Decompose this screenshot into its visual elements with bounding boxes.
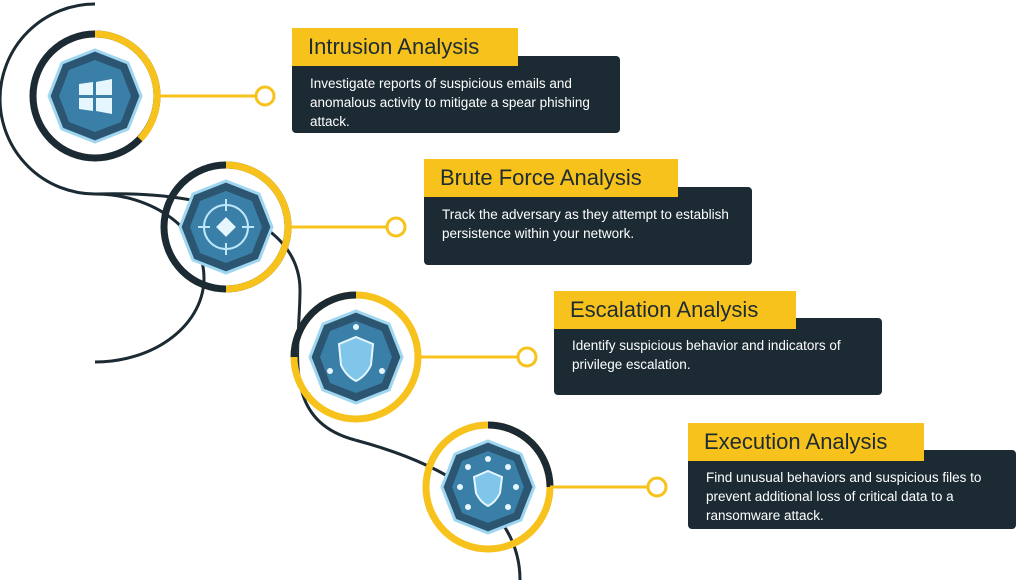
step-description: Investigate reports of suspicious emails… [310,76,590,129]
shield-network-icon [308,309,404,405]
connector-2 [288,216,407,238]
step-card-execution: Find unusual behaviors and suspicious fi… [688,450,1016,529]
step-title-brute-force: Brute Force Analysis [424,159,678,197]
step-card-escalation: Identify suspicious behavior and indicat… [554,318,882,395]
step-card-intrusion: Investigate reports of suspicious emails… [292,56,620,133]
connector-4 [550,476,668,498]
step-title-escalation: Escalation Analysis [554,291,796,329]
step-title-intrusion: Intrusion Analysis [292,28,518,66]
step-description: Track the adversary as they attempt to e… [442,207,729,241]
shield-nodes-icon [440,439,536,535]
windows-logo-icon [47,48,143,144]
step-card-brute-force: Track the adversary as they attempt to e… [424,187,752,265]
step-description: Find unusual behaviors and suspicious fi… [706,470,982,523]
target-crosshair-icon [178,179,274,275]
step-description: Identify suspicious behavior and indicat… [572,338,841,372]
connector-1 [157,85,276,107]
step-title-execution: Execution Analysis [688,423,924,461]
connector-3 [418,346,538,368]
